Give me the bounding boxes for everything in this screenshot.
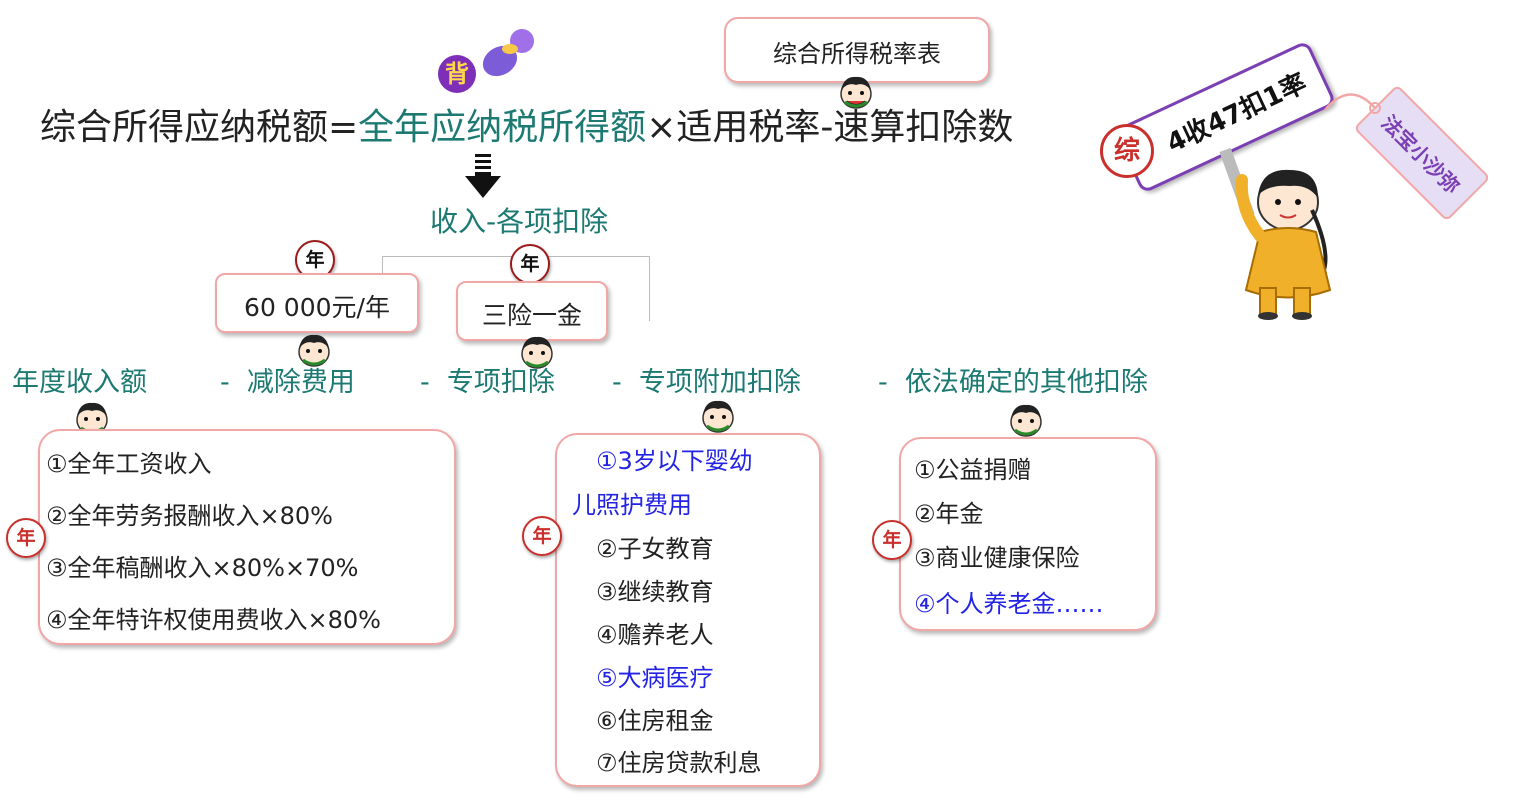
deduction-annual-income: 年度收入额 bbox=[12, 367, 147, 398]
tax-rate-table-text: 综合所得税率表 bbox=[773, 40, 941, 68]
monk-face-icon bbox=[521, 336, 553, 369]
tag-string-icon bbox=[1324, 93, 1381, 114]
tax-rate-table-label: 综合所得税率表 bbox=[724, 17, 990, 83]
down-arrow-icon bbox=[465, 154, 501, 198]
nian-badge-special: 年 bbox=[522, 516, 562, 556]
monk-face-icon bbox=[702, 400, 734, 433]
special-item: ⑦住房贷款利息 bbox=[596, 749, 762, 777]
income-item: ④全年特许权使用费收入×80% bbox=[46, 606, 381, 634]
formula-right: ×适用税率-速算扣除数 bbox=[646, 107, 1014, 148]
special-item: ③继续教育 bbox=[596, 578, 714, 606]
zong-badge: 综 bbox=[1100, 124, 1154, 178]
bei-figure-icon bbox=[482, 29, 534, 77]
insurance-text: 三险一金 bbox=[481, 301, 582, 330]
monk-face-icon bbox=[840, 76, 872, 109]
income-item: ①全年工资收入 bbox=[46, 450, 212, 478]
bei-badge: 背 bbox=[438, 55, 476, 93]
special-item: ①3岁以下婴幼 bbox=[596, 447, 753, 475]
special-item: ⑤大病医疗 bbox=[596, 664, 714, 692]
monk-face-icon bbox=[298, 334, 330, 367]
other-item: ①公益捐赠 bbox=[914, 456, 1032, 484]
special-items-box bbox=[555, 433, 821, 787]
income-item: ③全年稿酬收入×80%×70% bbox=[46, 554, 359, 582]
special-item: ④赡养老人 bbox=[596, 621, 714, 649]
income-item: ②全年劳务报酬收入×80% bbox=[46, 502, 333, 530]
nian-badge-income: 年 bbox=[6, 518, 46, 558]
income-items-box bbox=[38, 429, 456, 645]
amount-box: 60 000元/年 bbox=[215, 273, 419, 333]
deduction-other-legal: - 依法确定的其他扣除 bbox=[878, 367, 1148, 398]
amount-text: 60 000元/年 bbox=[244, 293, 390, 322]
other-items-box bbox=[899, 437, 1157, 631]
deduction-basic-expense: - 减除费用 bbox=[220, 367, 355, 398]
deduction-special: - 专项扣除 bbox=[420, 367, 555, 398]
main-formula: 综合所得应纳税额=全年应纳税所得额×适用税率-速算扣除数 bbox=[40, 98, 1013, 150]
monk-character-icon bbox=[1219, 147, 1332, 320]
formula-left: 综合所得应纳税额= bbox=[40, 107, 359, 148]
special-item: ②子女教育 bbox=[596, 535, 714, 563]
nian-badge-other: 年 bbox=[872, 520, 912, 560]
nian-badge-insurance: 年 bbox=[510, 244, 550, 284]
deduction-special-additional: - 专项附加扣除 bbox=[612, 367, 801, 398]
other-item: ②年金 bbox=[914, 500, 984, 528]
special-item: ⑥住房租金 bbox=[596, 707, 714, 735]
other-item: ④个人养老金…… bbox=[914, 590, 1104, 618]
special-item: 儿照护费用 bbox=[572, 491, 692, 519]
income-minus-deductions: 收入-各项扣除 bbox=[430, 205, 609, 238]
formula-taxable-income: 全年应纳税所得额 bbox=[358, 107, 647, 148]
other-item: ③商业健康保险 bbox=[914, 544, 1080, 572]
monk-face-icon bbox=[1010, 404, 1042, 437]
